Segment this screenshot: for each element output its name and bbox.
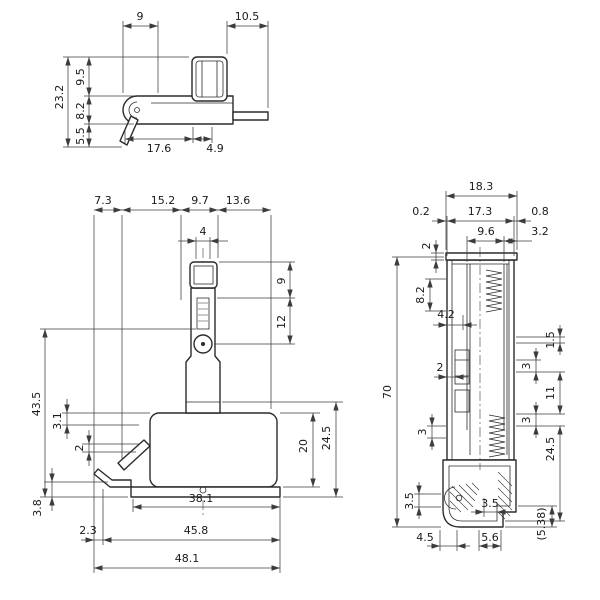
front-view: 7.3 15.2 9.7 13.6 4 9 12 43.5 3.1 2 — [30, 194, 343, 573]
dim-label: 4 — [200, 225, 207, 238]
dim-label: 3.5 — [403, 492, 416, 510]
dim-label: 3 — [520, 417, 533, 424]
section-hatching — [449, 471, 513, 520]
arm-cap — [189, 261, 218, 289]
latch-block — [454, 349, 470, 385]
dim-label: 43.5 — [30, 392, 43, 417]
dim-label: 24.5 — [320, 426, 333, 451]
dim-label: 70 — [381, 385, 394, 399]
dim-label: 3.2 — [531, 225, 549, 238]
side-view-dimensions: 18.3 0.2 17.3 0.8 9.6 3.2 2 8.2 4 — [381, 180, 565, 551]
dim-label: 2 — [420, 243, 433, 250]
dim-label: (5.38) — [535, 507, 548, 540]
dim-label: 11 — [544, 386, 557, 400]
dim-label: 0.2 — [412, 205, 430, 218]
dim-label: 3 — [520, 363, 533, 370]
bracket-section — [442, 459, 517, 528]
dim-label: 5.6 — [481, 531, 499, 544]
dim-label: 9.7 — [191, 194, 209, 207]
dim-label: 12 — [275, 315, 288, 329]
mounting-cap — [191, 56, 228, 102]
spring-lower — [488, 414, 506, 458]
dim-label: 3.1 — [51, 412, 64, 430]
dim-label: 45.8 — [184, 524, 209, 537]
knuckle-pin — [134, 107, 140, 113]
dim-label: 3.5 — [481, 497, 499, 510]
dim-label: 10.5 — [235, 10, 260, 23]
slide-plate — [232, 111, 269, 121]
dim-label: 15.2 — [151, 194, 176, 207]
top-cap — [445, 252, 518, 261]
dim-label: 4.5 — [416, 531, 434, 544]
dim-label: 0.8 — [531, 205, 549, 218]
dim-label: 2.3 — [79, 524, 97, 537]
dim-label: 3.8 — [31, 499, 44, 517]
dim-label: 9 — [275, 278, 288, 285]
guide-rails — [466, 264, 508, 455]
base-rivet — [199, 486, 207, 494]
dim-label: 48.1 — [175, 552, 200, 565]
dim-label: 8.2 — [414, 286, 427, 304]
top-view-dimensions: 9 10.5 9.5 23.2 8.2 5.5 17.6 4.9 — [53, 10, 269, 155]
pivot-center — [201, 342, 205, 346]
front-view-dimensions: 7.3 15.2 9.7 13.6 4 9 12 43.5 3.1 2 — [30, 194, 343, 573]
dim-label: 8.2 — [74, 102, 87, 120]
dim-label: 9.5 — [74, 68, 87, 86]
side-view: 18.3 0.2 17.3 0.8 9.6 3.2 2 8.2 4 — [381, 180, 565, 551]
hook-curl — [444, 486, 457, 510]
dim-label: 24.5 — [544, 437, 557, 462]
top-view-part — [119, 56, 269, 146]
plate-nose — [93, 468, 132, 488]
dim-label: 23.2 — [53, 85, 66, 110]
spring-slot — [196, 297, 210, 330]
front-view-part — [93, 248, 281, 515]
top-view: 9 10.5 9.5 23.2 8.2 5.5 17.6 4.9 — [53, 10, 269, 155]
dim-label: 17.3 — [468, 205, 493, 218]
side-view-part — [442, 247, 518, 528]
dim-label: 13.6 — [226, 194, 251, 207]
base-body — [149, 412, 278, 488]
lever-nose — [119, 115, 139, 146]
dim-label: 7.3 — [94, 194, 112, 207]
dim-label: 3 — [416, 429, 429, 436]
dim-label: 9 — [137, 10, 144, 23]
dim-label: 2 — [73, 445, 86, 452]
release-lever — [117, 439, 151, 471]
dim-label: 2 — [437, 361, 444, 374]
dim-label: 18.3 — [469, 180, 494, 193]
dim-label: 9.6 — [477, 225, 495, 238]
dim-label: 4.2 — [437, 308, 455, 321]
dim-label: 38.1 — [189, 492, 214, 505]
spring-upper — [485, 269, 503, 313]
dim-label: 20 — [297, 439, 310, 453]
dim-label: 1.5 — [544, 331, 557, 349]
dim-label: 5.5 — [74, 127, 87, 145]
dim-label: 17.6 — [147, 142, 172, 155]
dim-label: 4.9 — [206, 142, 224, 155]
